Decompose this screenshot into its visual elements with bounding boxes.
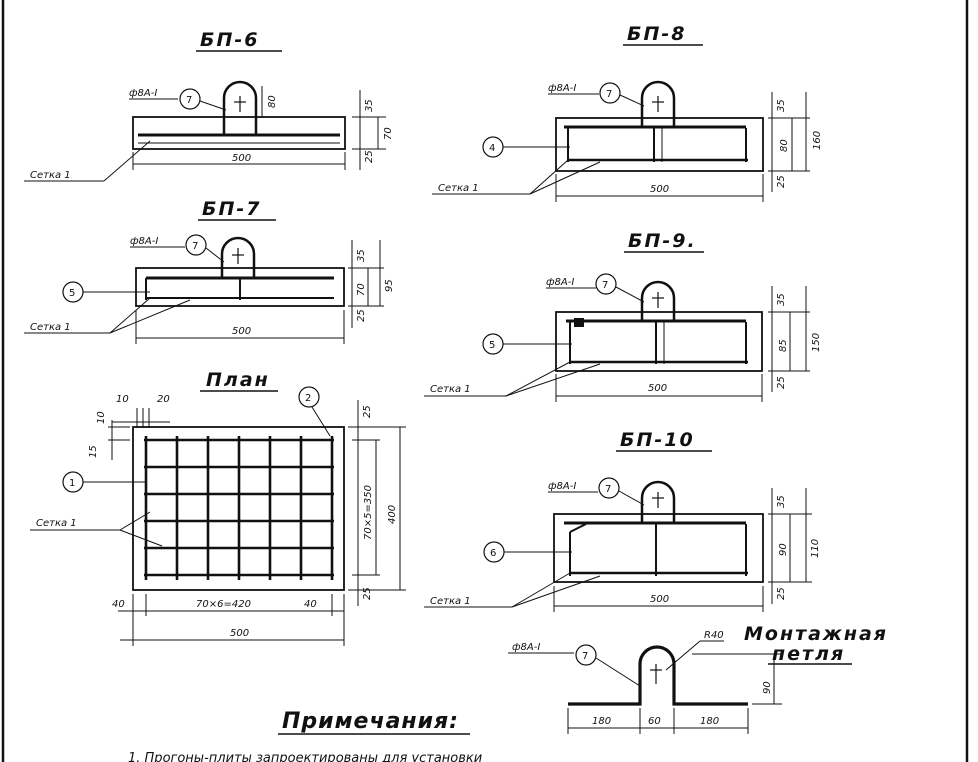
bp10-dim-total: 110 xyxy=(810,539,821,558)
bp9-lifting-loop xyxy=(640,280,676,322)
bp6-mesh-label: Сетка 1 xyxy=(30,170,71,181)
bp6-dim-loop: 80 xyxy=(267,95,278,108)
bp10-title: БП-10 xyxy=(620,429,695,451)
bp7-mesh-label: Сетка 1 xyxy=(30,322,71,333)
bp9-mark2: 5 xyxy=(489,340,495,351)
bp7-slab xyxy=(135,267,345,307)
bp7-title: БП-7 xyxy=(202,198,262,220)
bp9-dim-width: 500 xyxy=(648,383,667,394)
bp7-dim-width: 500 xyxy=(232,326,251,337)
bp8-mark2: 4 xyxy=(489,143,495,154)
bp9-dim-bot: 25 xyxy=(776,376,787,389)
bp6-dim-thick: 70 xyxy=(383,127,394,140)
bp6-mark: 7 xyxy=(186,95,192,106)
plan-dim-bot-span: 70×6=420 xyxy=(196,599,251,610)
plan-dim-left1: 10 xyxy=(96,411,107,424)
section-bp8: БП-8 ф8А-I 7 4 Сетка 1 500 35 80 xyxy=(432,23,823,202)
plan-title: План xyxy=(206,369,270,391)
bp6-rebar-label: ф8А-I xyxy=(129,88,157,99)
bp8-slab xyxy=(555,117,764,172)
bp6-mark-circle xyxy=(179,88,201,110)
plan-dim-right-span: 70×5=350 xyxy=(363,485,374,540)
bp9-dim-total: 150 xyxy=(811,333,822,352)
bp10-mesh-label: Сетка 1 xyxy=(430,596,471,607)
bp10-lifting-loop xyxy=(640,480,676,524)
loop-mark: 7 xyxy=(582,651,588,662)
bp8-dim-mid: 80 xyxy=(779,139,790,152)
bp9-dim-mid: 85 xyxy=(778,339,789,352)
bp8-dim-total: 160 xyxy=(812,131,823,150)
notes-heading: Примечания: xyxy=(282,709,459,734)
bp10-dim-bot: 25 xyxy=(776,587,787,600)
bp7-mark: 7 xyxy=(192,241,198,252)
bp10-dim-mid: 90 xyxy=(778,543,789,556)
loop-rebar-label: ф8А-I xyxy=(512,642,540,653)
loop-title-2: петля xyxy=(772,643,845,665)
bp7-mark2: 5 xyxy=(69,288,75,299)
bp10-rebar-label: ф8А-I xyxy=(548,481,576,492)
bp8-mark: 7 xyxy=(606,89,612,100)
plan-mesh-label: Сетка 1 xyxy=(36,518,77,529)
bp10-slab xyxy=(553,513,764,583)
bp8-dim-bot: 25 xyxy=(776,175,787,188)
plan-dim-top1: 10 xyxy=(116,394,129,405)
plan-dim-bot-right: 40 xyxy=(304,599,317,610)
plan-slab xyxy=(132,426,345,591)
bp9-mesh-label: Сетка 1 xyxy=(430,384,471,395)
bp10-mark2: 6 xyxy=(490,548,496,559)
section-bp6: БП-6 ф8А-I 7 Сетка 1 500 80 35 70 25 xyxy=(24,29,394,182)
bp7-dim-mid: 70 xyxy=(356,283,367,296)
bp9-slab xyxy=(555,311,763,372)
bp10-dim-width: 500 xyxy=(650,594,669,605)
bp8-mesh-label: Сетка 1 xyxy=(438,183,479,194)
bp6-lifting-loop xyxy=(222,80,258,135)
bp6-dim-top: 35 xyxy=(364,99,375,112)
bp8-lifting-loop xyxy=(640,80,676,128)
section-plan: План 1 2 Сетка 1 xyxy=(30,369,406,646)
plan-dim-bot-left: 40 xyxy=(112,599,125,610)
loop-dim-mid: 60 xyxy=(648,716,661,727)
bp8-dim-width: 500 xyxy=(650,184,669,195)
bp8-title: БП-8 xyxy=(627,23,687,45)
bp7-lifting-loop xyxy=(220,236,256,278)
loop-dim-right: 180 xyxy=(700,716,719,727)
plan-dim-right-total: 400 xyxy=(387,505,398,524)
bp7-rebar-label: ф8А-I xyxy=(130,236,158,247)
loop-dim-left: 180 xyxy=(592,716,611,727)
bp8-rebar-label: ф8А-I xyxy=(548,83,576,94)
notes-block: Примечания: 1. Прогоны-плиты запроектиро… xyxy=(128,709,482,762)
section-lifting-loop: Монтажная петля R40 ф8А-I 7 90 180 60 18… xyxy=(508,623,888,734)
plan-dim-top2: 20 xyxy=(157,394,170,405)
bp6-title: БП-6 xyxy=(200,29,260,51)
plan-mesh-grid xyxy=(144,436,334,580)
bp6-slab xyxy=(132,116,346,150)
bp8-dim-top: 35 xyxy=(776,99,787,112)
bp9-dim-top: 35 xyxy=(776,293,787,306)
bp9-rebar-label: ф8А-I xyxy=(546,277,574,288)
loop-radius: R40 xyxy=(704,630,724,641)
bp7-dim-bot: 25 xyxy=(356,309,367,322)
plan-dim-right-top: 25 xyxy=(362,405,373,418)
section-bp7: БП-7 ф8А-I 7 5 Сетка 1 500 35 70 95 25 xyxy=(24,198,395,344)
bp6-dim-bot: 25 xyxy=(364,150,375,163)
loop-title-1: Монтажная xyxy=(744,623,888,645)
bp9-title: БП-9. xyxy=(628,230,697,252)
plan-mark: 1 xyxy=(69,478,75,489)
loop-shape xyxy=(568,645,748,706)
section-bp9: БП-9. ф8А-I 7 5 Сетка 1 500 35 8 xyxy=(424,230,822,402)
plan-dim-left2: 15 xyxy=(88,445,99,458)
bp10-dim-top: 35 xyxy=(776,495,787,508)
bp9-mark: 7 xyxy=(602,280,608,291)
loop-dim-height: 90 xyxy=(762,681,773,694)
plan-dim-bot-total: 500 xyxy=(230,628,249,639)
bp6-dim-width: 500 xyxy=(232,153,251,164)
bp7-dim-top: 35 xyxy=(356,249,367,262)
plan-dim-right-bot: 25 xyxy=(362,587,373,600)
section-bp10: БП-10 ф8А-I 7 6 Сетка 1 500 35 90 xyxy=(424,429,821,612)
notes-line-1: 1. Прогоны-плиты запроектированы для уст… xyxy=(128,751,482,762)
plan-mark2: 2 xyxy=(305,393,311,404)
bp10-mark: 7 xyxy=(605,484,611,495)
bp7-dim-total: 95 xyxy=(384,279,395,292)
